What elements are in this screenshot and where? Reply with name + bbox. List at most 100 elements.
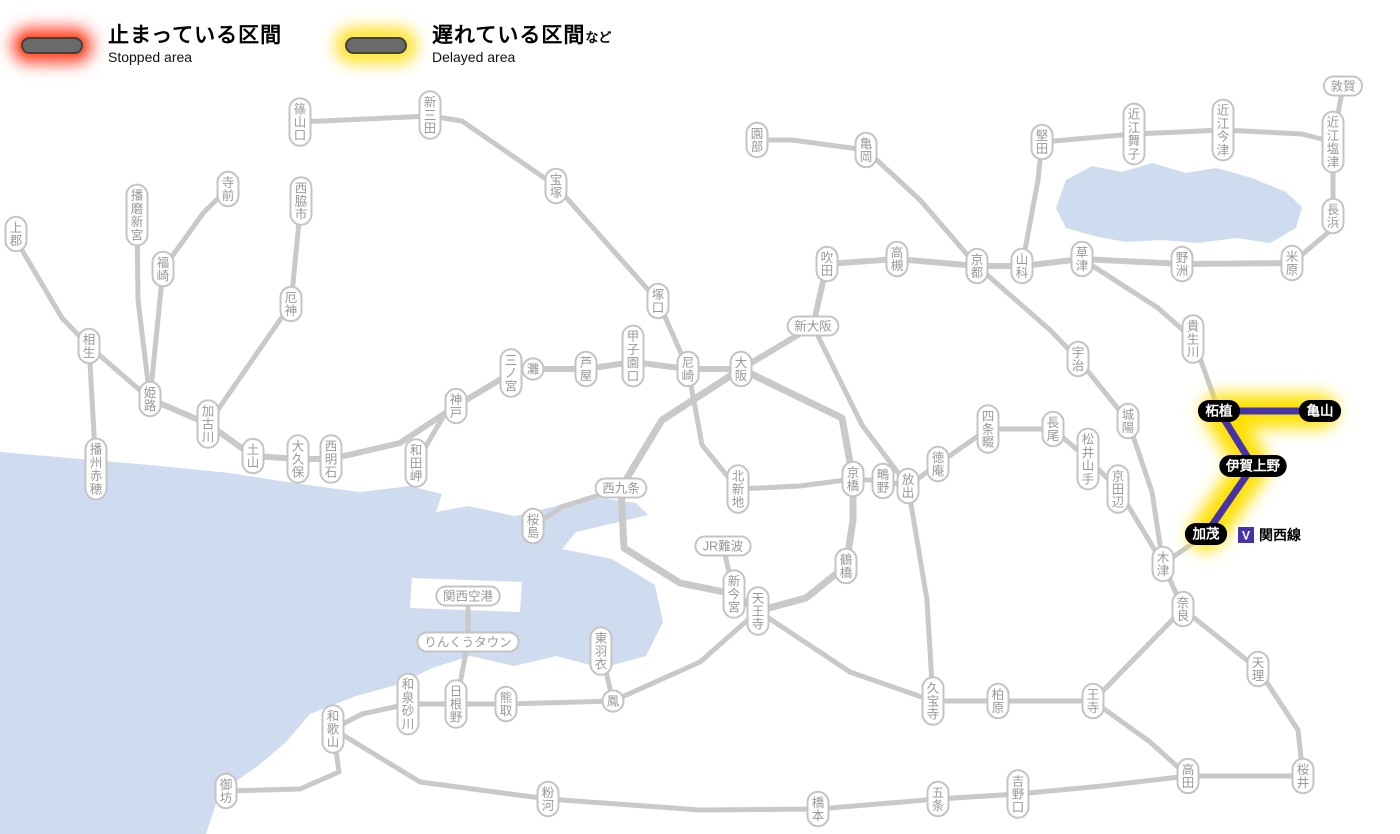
station-吉野口: 吉野口	[1006, 769, 1030, 819]
svg-text:りんくうタウン: りんくうタウン	[424, 636, 511, 650]
station-りんくうタウン: りんくうタウン	[416, 631, 520, 653]
svg-text:天王寺: 天王寺	[752, 591, 765, 631]
svg-text:園部: 園部	[751, 127, 764, 154]
svg-text:西脇市: 西脇市	[295, 181, 308, 221]
svg-text:日根野: 日根野	[450, 684, 463, 724]
station-久宝寺: 久宝寺	[921, 676, 945, 726]
station-桜井: 桜井	[1291, 757, 1315, 795]
station-四条畷: 四条畷	[976, 404, 1000, 454]
delayed-glow-icon	[345, 36, 407, 54]
station-姫路: 姫路	[138, 380, 162, 418]
svg-text:野洲: 野洲	[1176, 251, 1189, 278]
svg-text:奈良: 奈良	[1177, 596, 1190, 623]
station-芦屋: 芦屋	[574, 350, 598, 388]
station-西脇市: 西脇市	[289, 176, 313, 226]
station-山科: 山科	[1010, 247, 1034, 285]
station-近江塩津: 近江塩津	[1321, 110, 1345, 174]
svg-text:甲子園口: 甲子園口	[627, 330, 640, 384]
station-木津: 木津	[1151, 545, 1175, 583]
delayed-line-kansai-line[interactable]	[1202, 407, 1324, 538]
delayed-area-label-en: Delayed area	[432, 49, 516, 66]
svg-text:亀岡: 亀岡	[860, 137, 873, 164]
station-天理: 天理	[1246, 650, 1270, 688]
station-上郡: 上郡	[4, 215, 28, 253]
svg-text:西明石: 西明石	[325, 439, 338, 479]
svg-text:伊賀上野: 伊賀上野	[1225, 458, 1280, 474]
svg-text:近江舞子: 近江舞子	[1128, 108, 1141, 162]
svg-text:芦屋: 芦屋	[580, 356, 593, 383]
svg-text:吹田: 吹田	[821, 251, 834, 278]
station-灘: 灘	[521, 357, 545, 381]
rail-line	[147, 186, 231, 402]
kansai-line-label-text: 関西線	[1259, 527, 1301, 543]
svg-text:橋本: 橋本	[812, 796, 825, 823]
station-加古川: 加古川	[196, 399, 220, 449]
station-関西空港: 関西空港	[435, 585, 501, 607]
svg-text:播磨新宮: 播磨新宮	[131, 189, 144, 243]
svg-text:新今宮: 新今宮	[728, 573, 741, 614]
station-東羽衣: 東羽衣	[589, 626, 613, 676]
delayed-area-label-suffix: など	[585, 30, 612, 45]
svg-text:宝塚: 宝塚	[550, 173, 563, 200]
station-加茂[interactable]: 加茂	[1184, 523, 1228, 545]
svg-text:王寺: 王寺	[1087, 688, 1100, 715]
station-徳庵: 徳庵	[926, 445, 950, 483]
station-大久保: 大久保	[286, 434, 310, 484]
station-宇治: 宇治	[1066, 340, 1090, 378]
svg-text:新大阪: 新大阪	[794, 319, 832, 334]
svg-text:姫路: 姫路	[144, 386, 157, 413]
station-鶴橋: 鶴橋	[834, 547, 858, 585]
svg-text:徳庵: 徳庵	[932, 450, 945, 478]
svg-text:放出: 放出	[902, 472, 915, 500]
station-王寺: 王寺	[1081, 682, 1105, 720]
station-貴生川: 貴生川	[1181, 314, 1205, 364]
station-長尾: 長尾	[1041, 410, 1065, 448]
station-高田: 高田	[1176, 757, 1200, 795]
station-五条: 五条	[926, 780, 950, 818]
svg-text:天理: 天理	[1252, 656, 1265, 683]
station-松井山手: 松井山手	[1076, 427, 1100, 491]
station-伊賀上野[interactable]: 伊賀上野	[1219, 455, 1287, 477]
svg-text:長尾: 長尾	[1047, 416, 1060, 443]
svg-text:草津: 草津	[1076, 246, 1089, 273]
layer-delay-line	[1202, 407, 1324, 538]
svg-text:新三田: 新三田	[424, 94, 437, 135]
station-JR難波: JR難波	[694, 535, 752, 557]
svg-text:近江塩津: 近江塩津	[1327, 116, 1340, 170]
svg-text:四条畷: 四条畷	[982, 409, 995, 449]
station-天王寺: 天王寺	[746, 586, 770, 636]
rail-line	[974, 263, 1166, 567]
station-亀山[interactable]: 亀山	[1298, 400, 1342, 422]
station-播州赤穂: 播州赤穂	[84, 437, 108, 501]
station-米原: 米原	[1280, 244, 1304, 282]
station-新大阪: 新大阪	[786, 315, 840, 337]
svg-text:和泉砂川: 和泉砂川	[402, 678, 415, 732]
svg-text:西九条: 西九条	[602, 482, 640, 496]
svg-text:京田辺: 京田辺	[1112, 469, 1125, 509]
station-近江舞子: 近江舞子	[1122, 102, 1146, 166]
station-京都: 京都	[965, 247, 989, 285]
station-尼崎: 尼崎	[676, 350, 700, 388]
station-堅田: 堅田	[1030, 123, 1054, 161]
station-高槻: 高槻	[885, 240, 909, 278]
svg-text:長浜: 長浜	[1327, 203, 1340, 230]
svg-text:敦賀: 敦賀	[1330, 79, 1355, 94]
station-熊取: 熊取	[494, 685, 518, 723]
svg-text:福崎: 福崎	[157, 255, 170, 283]
svg-text:尼崎: 尼崎	[682, 356, 695, 383]
station-西明石: 西明石	[319, 434, 343, 484]
svg-text:京橋: 京橋	[847, 466, 860, 493]
svg-text:高田: 高田	[1182, 762, 1195, 790]
stopped-area-swatch	[6, 22, 98, 68]
station-桜島: 桜島	[521, 507, 545, 545]
rail-line	[850, 426, 1166, 567]
svg-text:木津: 木津	[1157, 551, 1170, 578]
svg-text:桜島: 桜島	[527, 513, 540, 540]
stopped-glow-icon	[21, 36, 83, 54]
svg-text:厄神: 厄神	[285, 291, 298, 318]
rail-line	[1090, 606, 1186, 704]
station-柘植[interactable]: 柘植	[1197, 400, 1241, 422]
